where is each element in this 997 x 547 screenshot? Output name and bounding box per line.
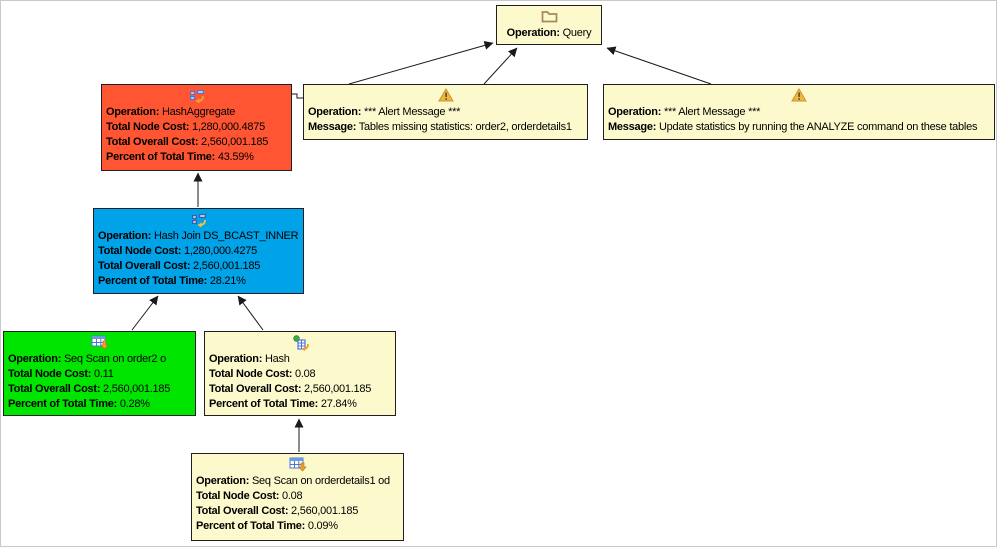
- overall-cost-label: Total Overall Cost:: [106, 136, 199, 148]
- node-cost-label: Total Node Cost:: [106, 121, 190, 133]
- percent-value: 43.59%: [217, 151, 254, 163]
- message-label: Message:: [308, 121, 357, 133]
- operation-value: *** Alert Message ***: [363, 106, 461, 118]
- node-seq-scan-order2[interactable]: Operation: Seq Scan on order2 o Total No…: [3, 331, 196, 416]
- node-cost-value: 0.08: [282, 490, 303, 502]
- node-cost-value: 0.08: [295, 368, 316, 380]
- table-scan-icon: [8, 334, 191, 352]
- table-scan-icon: [196, 456, 399, 474]
- operation-value: HashAggregate: [161, 106, 236, 118]
- folder-icon: [501, 8, 597, 26]
- operation-line: Operation: Query: [501, 26, 597, 41]
- operation-value: Seq Scan on orderdetails1 od: [251, 475, 390, 487]
- percent-value: 27.84%: [320, 398, 357, 410]
- operation-value: *** Alert Message ***: [663, 106, 761, 118]
- operation-line: Operation: *** Alert Message ***: [608, 105, 990, 120]
- operation-line: Operation: Seq Scan on orderdetails1 od: [196, 474, 399, 489]
- percent-label: Percent of Total Time:: [98, 275, 208, 287]
- node-cost-value: 0.11: [94, 368, 114, 380]
- node-cost-label: Total Node Cost:: [98, 245, 182, 257]
- node-hash-aggregate[interactable]: Operation: HashAggregate Total Node Cost…: [101, 84, 292, 171]
- node-alert-missing-stats[interactable]: Operation: *** Alert Message *** Message…: [303, 84, 588, 140]
- overall-cost-line: Total Overall Cost: 2,560,001.185: [8, 382, 191, 397]
- overall-cost-value: 2,560,001.185: [291, 505, 359, 517]
- node-cost-label: Total Node Cost:: [8, 368, 92, 380]
- node-cost-value: 1,280,000.4275: [184, 245, 257, 257]
- node-cost-line: Total Node Cost: 1,280,000.4275: [98, 244, 299, 259]
- operation-label: Operation:: [98, 230, 152, 242]
- overall-cost-value: 2,560,001.185: [201, 136, 269, 148]
- message-line: Message: Tables missing statistics: orde…: [308, 120, 583, 135]
- operation-label: Operation:: [506, 27, 560, 39]
- operation-label: Operation:: [608, 106, 662, 118]
- operation-label: Operation:: [106, 106, 160, 118]
- operation-value: Seq Scan on order2 o: [63, 353, 166, 365]
- overall-cost-value: 2,560,001.185: [193, 260, 261, 272]
- percent-line: Percent of Total Time: 27.84%: [209, 397, 391, 412]
- percent-line: Percent of Total Time: 43.59%: [106, 150, 287, 165]
- node-cost-line: Total Node Cost: 0.11: [8, 367, 191, 382]
- overall-cost-line: Total Overall Cost: 2,560,001.185: [98, 259, 299, 274]
- overall-cost-value: 2,560,001.185: [304, 383, 372, 395]
- operation-value: Hash: [264, 353, 290, 365]
- edge-seqscan1-to-hashjoin: [131, 295, 159, 331]
- percent-label: Percent of Total Time:: [209, 398, 319, 410]
- operation-line: Operation: Hash: [209, 352, 391, 367]
- operation-label: Operation:: [196, 475, 250, 487]
- node-hash-join[interactable]: Operation: Hash Join DS_BCAST_INNER Tota…: [93, 208, 304, 294]
- edge-alert1-to-query: [483, 47, 518, 85]
- percent-line: Percent of Total Time: 0.09%: [196, 519, 399, 534]
- hash-aggregate-icon: [106, 87, 287, 105]
- operation-line: Operation: HashAggregate: [106, 105, 287, 120]
- edge-alert2-to-query: [606, 46, 712, 85]
- overall-cost-label: Total Overall Cost:: [209, 383, 302, 395]
- operation-value: Query: [562, 27, 592, 39]
- node-query[interactable]: Operation: Query: [496, 5, 602, 45]
- percent-label: Percent of Total Time:: [196, 520, 306, 532]
- percent-line: Percent of Total Time: 28.21%: [98, 274, 299, 289]
- warning-icon: [608, 87, 990, 105]
- overall-cost-value: 2,560,001.185: [103, 383, 171, 395]
- percent-value: 0.09%: [307, 520, 338, 532]
- overall-cost-line: Total Overall Cost: 2,560,001.185: [196, 504, 399, 519]
- operation-line: Operation: Hash Join DS_BCAST_INNER: [98, 229, 299, 244]
- node-cost-line: Total Node Cost: 0.08: [196, 489, 399, 504]
- node-alert-update-stats[interactable]: Operation: *** Alert Message *** Message…: [603, 84, 995, 140]
- operation-label: Operation:: [308, 106, 362, 118]
- percent-label: Percent of Total Time:: [106, 151, 216, 163]
- overall-cost-label: Total Overall Cost:: [98, 260, 191, 272]
- node-cost-line: Total Node Cost: 1,280,000.4875: [106, 120, 287, 135]
- operation-label: Operation:: [8, 353, 62, 365]
- edge-hash-to-hashjoin: [237, 295, 264, 331]
- operation-line: Operation: *** Alert Message ***: [308, 105, 583, 120]
- overall-cost-line: Total Overall Cost: 2,560,001.185: [106, 135, 287, 150]
- percent-label: Percent of Total Time:: [8, 398, 118, 410]
- edge-hashaggregate-to-query: [348, 40, 494, 85]
- overall-cost-line: Total Overall Cost: 2,560,001.185: [209, 382, 391, 397]
- message-value: Tables missing statistics: order2, order…: [358, 121, 572, 133]
- node-cost-line: Total Node Cost: 0.08: [209, 367, 391, 382]
- connector-hashaggregate-alert1: [292, 93, 303, 99]
- node-hash[interactable]: Operation: Hash Total Node Cost: 0.08 To…: [204, 331, 396, 416]
- operation-line: Operation: Seq Scan on order2 o: [8, 352, 191, 367]
- hash-join-icon: [98, 211, 299, 229]
- message-line: Message: Update statistics by running th…: [608, 120, 990, 135]
- percent-line: Percent of Total Time: 0.28%: [8, 397, 191, 412]
- overall-cost-label: Total Overall Cost:: [8, 383, 101, 395]
- node-seq-scan-orderdetails1[interactable]: Operation: Seq Scan on orderdetails1 od …: [191, 453, 404, 541]
- percent-value: 28.21%: [209, 275, 246, 287]
- hash-icon: [209, 334, 391, 352]
- message-value: Update statistics by running the ANALYZE…: [658, 121, 978, 133]
- percent-value: 0.28%: [119, 398, 150, 410]
- overall-cost-label: Total Overall Cost:: [196, 505, 289, 517]
- warning-icon: [308, 87, 583, 105]
- node-cost-value: 1,280,000.4875: [192, 121, 265, 133]
- message-label: Message:: [608, 121, 657, 133]
- node-cost-label: Total Node Cost:: [209, 368, 293, 380]
- operation-value: Hash Join DS_BCAST_INNER: [153, 230, 299, 242]
- node-cost-label: Total Node Cost:: [196, 490, 280, 502]
- operation-label: Operation:: [209, 353, 263, 365]
